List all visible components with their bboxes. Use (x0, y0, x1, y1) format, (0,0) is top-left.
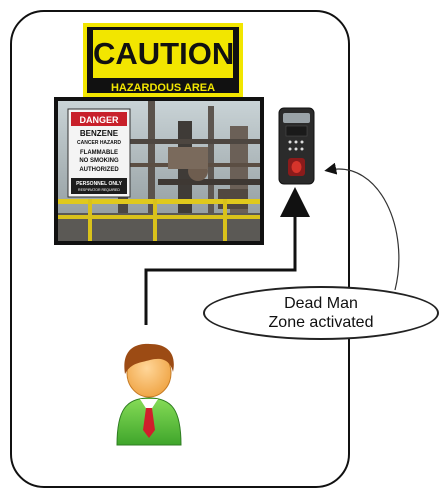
callout-arrow (329, 169, 399, 290)
callout-line-2: Zone activated (205, 313, 437, 332)
callout-line-1: Dead Man (205, 294, 437, 313)
dead-man-zone-callout: Dead Man Zone activated (203, 286, 439, 340)
access-control-reader-icon (279, 108, 314, 184)
person-icon (117, 344, 181, 445)
